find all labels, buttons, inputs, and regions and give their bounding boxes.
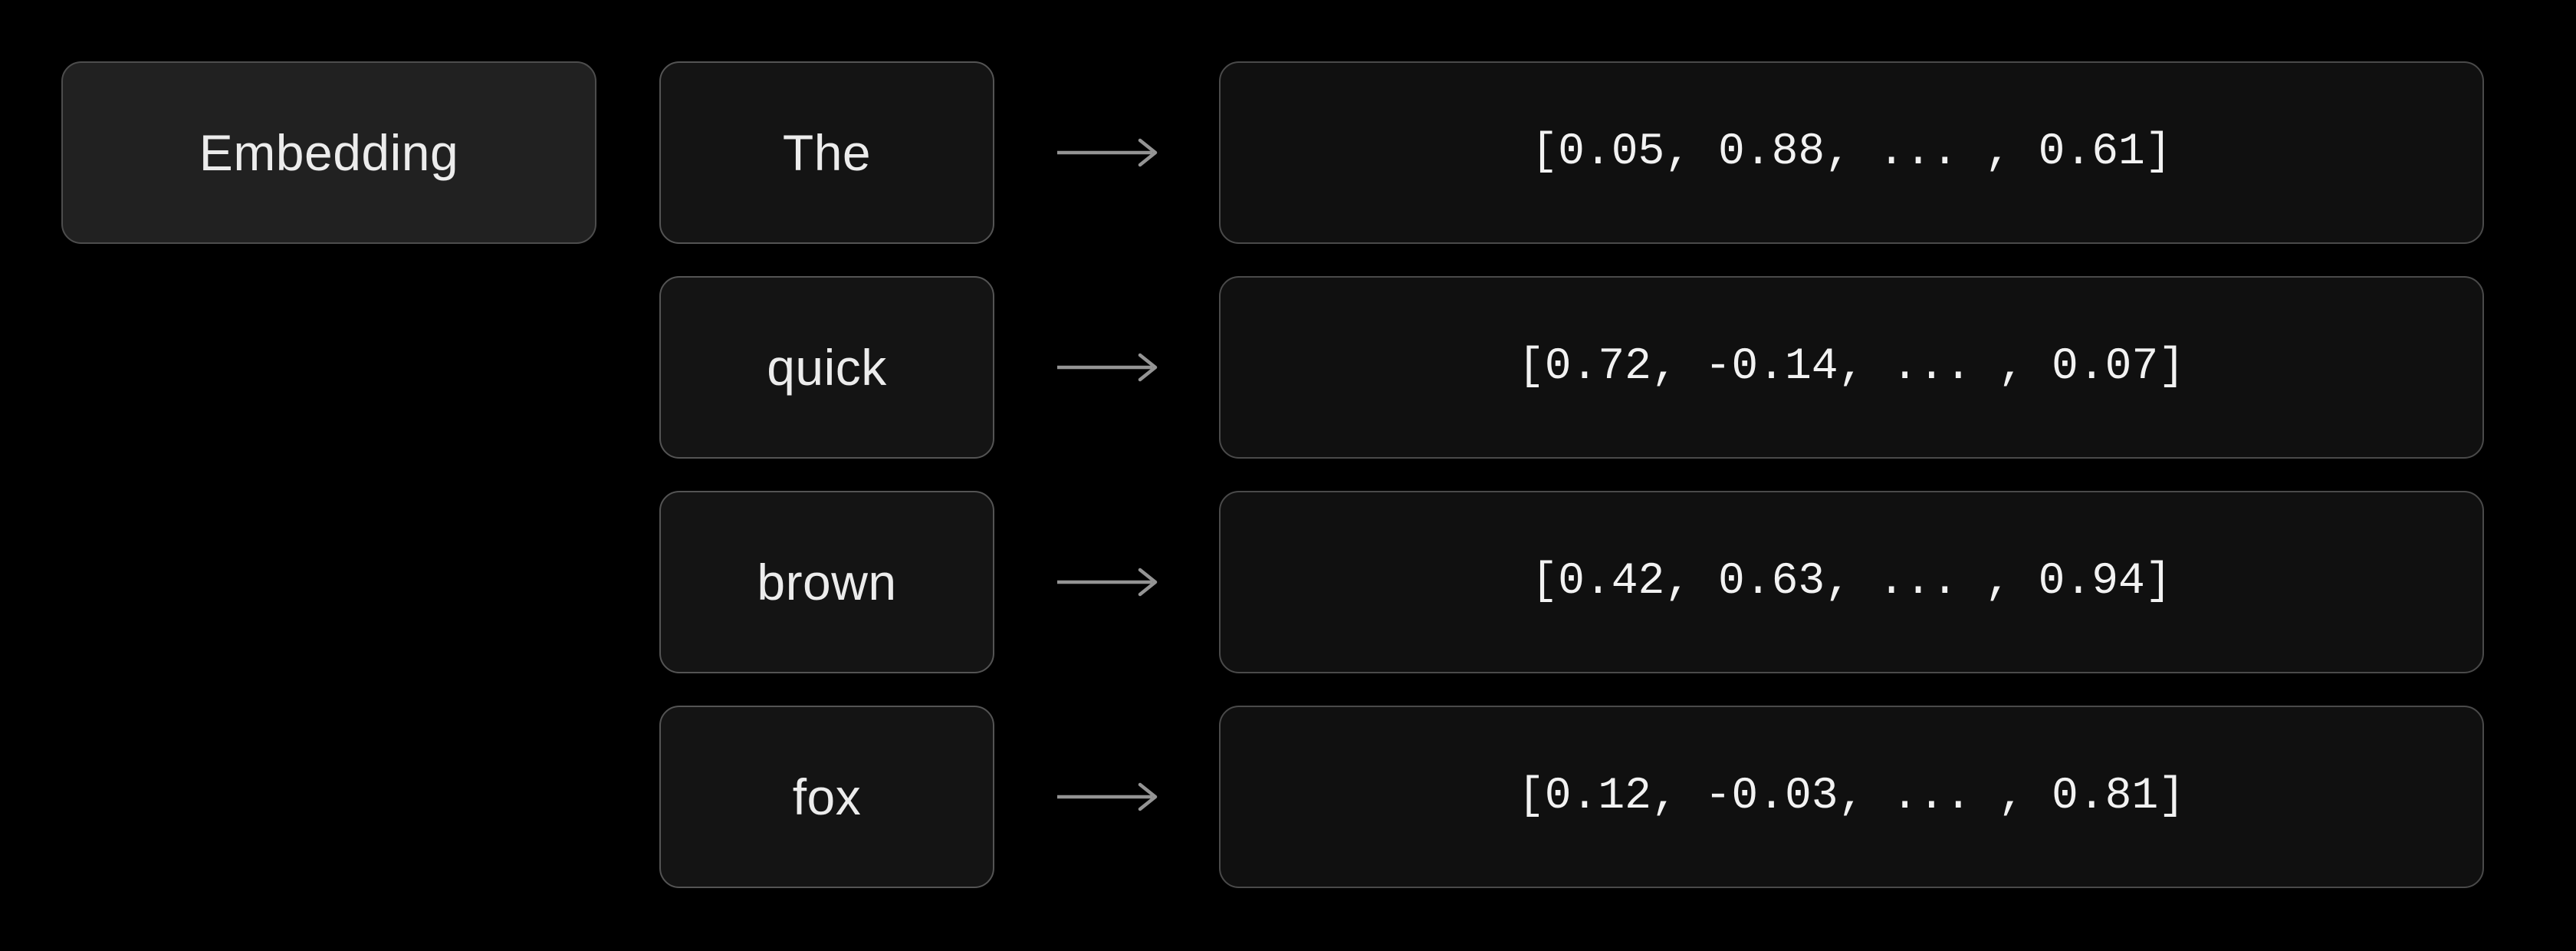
word-box-the: The	[659, 61, 994, 244]
vector-label: [0.72, -0.14, ... , 0.07]	[1517, 342, 2186, 392]
diagram-row-brown: brown [0.42, 0.63, ... , 0.94]	[0, 491, 2576, 673]
vector-label: [0.05, 0.88, ... , 0.61]	[1531, 127, 2172, 177]
diagram-row-fox: fox [0.12, -0.03, ... , 0.81]	[0, 706, 2576, 888]
word-label: quick	[767, 339, 887, 396]
word-label: fox	[792, 768, 862, 825]
right-arrow-icon	[1057, 138, 1158, 167]
embedding-title-label: Embedding	[199, 124, 459, 181]
word-box-fox: fox	[659, 706, 994, 888]
right-arrow-icon	[1057, 782, 1158, 811]
right-arrow-icon	[1057, 353, 1158, 382]
right-arrow-icon	[1057, 568, 1158, 597]
word-label: brown	[757, 554, 897, 610]
vector-label: [0.12, -0.03, ... , 0.81]	[1517, 772, 2186, 821]
vector-box-quick: [0.72, -0.14, ... , 0.07]	[1219, 276, 2484, 459]
diagram-row-the: Embedding The [0.05, 0.88, ... , 0.61]	[0, 61, 2576, 244]
word-box-quick: quick	[659, 276, 994, 459]
embedding-title-box: Embedding	[61, 61, 596, 244]
diagram-row-quick: quick [0.72, -0.14, ... , 0.07]	[0, 276, 2576, 459]
vector-box-brown: [0.42, 0.63, ... , 0.94]	[1219, 491, 2484, 673]
vector-label: [0.42, 0.63, ... , 0.94]	[1531, 557, 2172, 607]
vector-box-fox: [0.12, -0.03, ... , 0.81]	[1219, 706, 2484, 888]
word-label: The	[782, 124, 872, 181]
word-box-brown: brown	[659, 491, 994, 673]
vector-box-the: [0.05, 0.88, ... , 0.61]	[1219, 61, 2484, 244]
